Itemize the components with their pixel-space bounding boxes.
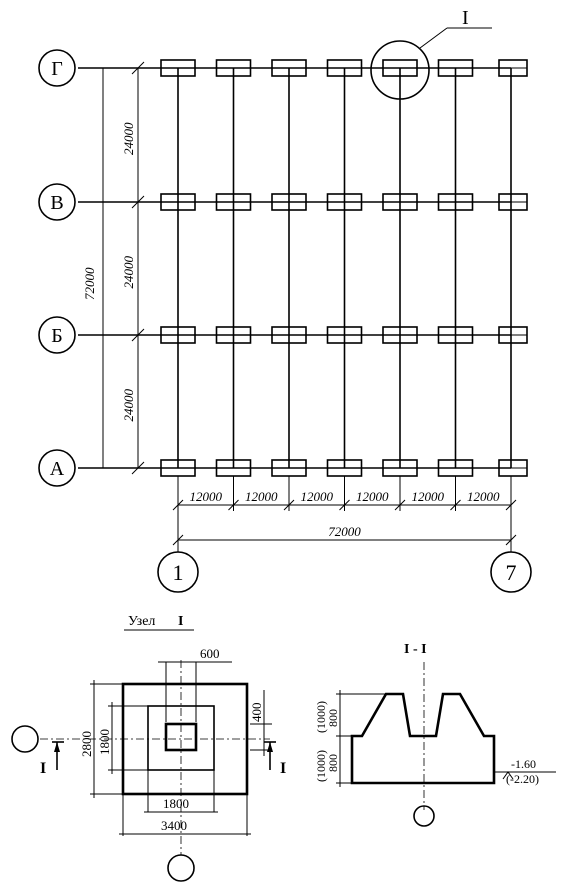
dim-row-spacing-label: 24000 bbox=[121, 389, 136, 422]
col-axis-bubble bbox=[157, 551, 199, 593]
dim-total-height-label: 72000 bbox=[82, 267, 97, 300]
dim-2800-label: 2800 bbox=[79, 731, 94, 757]
dim-col-spacing-label: 12000 bbox=[467, 489, 500, 504]
footing-section-outline bbox=[350, 692, 496, 785]
dim-col-spacing-label: 12000 bbox=[356, 489, 389, 504]
row-axis-label: А bbox=[50, 458, 65, 480]
node-title: Узел bbox=[128, 614, 155, 629]
col-axis-label: 7 bbox=[506, 560, 517, 585]
dim-3400-label: 3400 bbox=[161, 818, 187, 833]
section-arrow-left-icon bbox=[54, 742, 60, 752]
dim-row-tick bbox=[131, 195, 145, 209]
elevation-bottom-label: (-2.20) bbox=[506, 772, 539, 786]
row-axis-bubble bbox=[38, 183, 76, 221]
dim-col-spacing-label: 12000 bbox=[412, 489, 445, 504]
node-axis-bubble-bottom bbox=[167, 854, 195, 882]
dim-col-spacing-label: 12000 bbox=[301, 489, 334, 504]
dim-1800h-label: 1800 bbox=[163, 796, 189, 811]
row-axis-bubble bbox=[38, 449, 76, 487]
dim-row-spacing-label: 24000 bbox=[121, 256, 136, 289]
dim-400-label: 400 bbox=[249, 703, 264, 723]
sec-dim-lower-label: 800 bbox=[326, 754, 340, 772]
section-title: I - I bbox=[404, 642, 427, 657]
sec-dim-upper-paren: (1000) bbox=[314, 701, 328, 733]
row-axis-label: Б bbox=[51, 325, 62, 347]
dim-col-spacing-label: 12000 bbox=[190, 489, 223, 504]
dim-total-width-label: 72000 bbox=[328, 524, 361, 539]
col-axis-label: 1 bbox=[173, 560, 184, 585]
dim-col-tick bbox=[450, 499, 461, 511]
dim-row-tick bbox=[131, 61, 145, 75]
section-mark-left-label: I bbox=[40, 760, 46, 777]
dim-row-tick bbox=[131, 461, 145, 475]
dim-1800v-label: 1800 bbox=[97, 729, 112, 755]
section-arrow-right-icon bbox=[267, 742, 273, 752]
foundation-plan: Г В Б А I 72000 24000 24000 24000 12000 12000 12000… bbox=[38, 7, 532, 593]
dim-600-label: 600 bbox=[200, 646, 220, 661]
row-axis-bubble bbox=[38, 49, 76, 87]
dim-col-tick bbox=[339, 499, 350, 511]
dim-col-tick bbox=[228, 499, 239, 511]
sec-dim-upper-label: 800 bbox=[326, 709, 340, 727]
row-axis-bubble bbox=[38, 316, 76, 354]
elevation-top-label: -1.60 bbox=[511, 757, 536, 771]
node-detail: Узел I 600 400 2800 1800 bbox=[11, 614, 286, 882]
node-axis-bubble-left bbox=[11, 725, 39, 753]
dim-row-spacing-label: 24000 bbox=[121, 122, 136, 155]
section-mark-right-label: I bbox=[280, 760, 286, 777]
node-callout-label: I bbox=[462, 7, 469, 29]
node-callout-leader bbox=[419, 27, 448, 49]
elevation-marker-icon bbox=[502, 771, 514, 780]
dim-col-tick bbox=[283, 499, 295, 511]
row-axis-label: Г bbox=[51, 58, 63, 80]
dim-row-tick bbox=[131, 328, 145, 342]
row-axis-label: В bbox=[50, 192, 63, 214]
dim-col-spacing-label: 12000 bbox=[245, 489, 278, 504]
node-title-mark: I bbox=[178, 614, 183, 629]
section-detail: I - I 800 (1000) 800 (1000) -1.60 (-2.20… bbox=[314, 642, 556, 827]
footing-inner-step bbox=[147, 705, 215, 771]
col-axis-bubble bbox=[490, 551, 532, 593]
sec-dim-lower-paren: (1000) bbox=[314, 750, 328, 782]
section-axis-bubble bbox=[413, 805, 435, 827]
node-callout-circle bbox=[370, 40, 430, 100]
dim-col-tick bbox=[394, 499, 406, 511]
